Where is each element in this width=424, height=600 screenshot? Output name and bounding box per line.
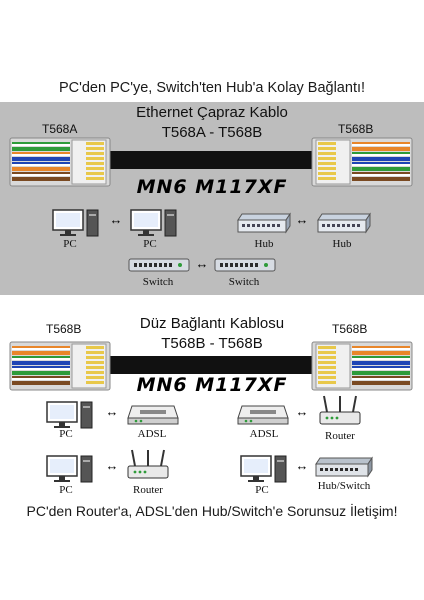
bottom-headline: PC'den Router'a, ADSL'den Hub/Switch'e S… [26,503,398,519]
crossover-panel [0,102,424,295]
crossover-brand: MN6 M117XF [136,176,288,198]
crossover-left-standard: T568A [42,122,78,136]
adsl-modem-icon [237,405,289,425]
device-label: Router [133,484,163,496]
pc-icon [130,209,177,237]
arrow-pc-hubswitch-icon: ↔ [295,458,309,473]
top-headline: PC'den PC'ye, Switch'ten Hub'a Kolay Bağ… [58,80,366,96]
router-icon [127,449,169,479]
arrow-pc-pc-icon: ↔ [109,212,123,227]
device-label: Hub/Switch [317,480,371,492]
straight-title-line2: T568B - T568B [161,335,263,352]
device-label: PC [63,238,77,250]
pc-icon [46,455,93,483]
hub-icon [317,212,371,234]
arrow-adsl-router-icon: ↔ [295,404,309,419]
crossover-right-standard: T568B [338,122,374,136]
right-rj45-connector-icon [311,137,413,187]
device-label: PC [59,428,73,440]
straight-brand: MN6 M117XF [136,374,288,396]
arrow-switch-switch-icon: ↔ [195,256,209,271]
pc-icon [46,401,93,429]
arrow-hub-hub-icon: ↔ [295,212,309,227]
router-icon [319,395,361,425]
hub-icon [237,212,291,234]
device-label: PC [143,238,157,250]
arrow-pc-adsl-icon: ↔ [105,404,119,419]
crossover-cable-illustration [9,137,413,187]
arrow-pc-router-icon: ↔ [105,458,119,473]
device-label: PC [59,484,73,496]
straight-right-standard: T568B [332,322,368,336]
switch-icon [214,258,276,272]
left-rj45-connector-icon [9,341,111,391]
crossover-title-line2: T568A - T568B [161,124,263,141]
left-rj45-connector-icon [9,137,111,187]
pc-icon [52,209,99,237]
device-label: Switch [228,276,260,288]
hub-switch-icon [315,456,373,478]
device-label: Hub [254,238,274,250]
straight-left-standard: T568B [46,322,82,336]
crossover-title-line1: Ethernet Çapraz Kablo [136,104,288,121]
straight-cable-illustration [9,341,413,391]
device-label: Switch [142,276,174,288]
device-label: Hub [332,238,352,250]
device-label: PC [255,484,269,496]
device-label: ADSL [249,428,279,440]
adsl-modem-icon [127,405,179,425]
straight-title-line1: Düz Bağlantı Kablosu [139,315,285,332]
pc-icon [240,455,287,483]
device-label: Router [325,430,355,442]
right-rj45-connector-icon [311,341,413,391]
switch-icon [128,258,190,272]
device-label: ADSL [137,428,167,440]
